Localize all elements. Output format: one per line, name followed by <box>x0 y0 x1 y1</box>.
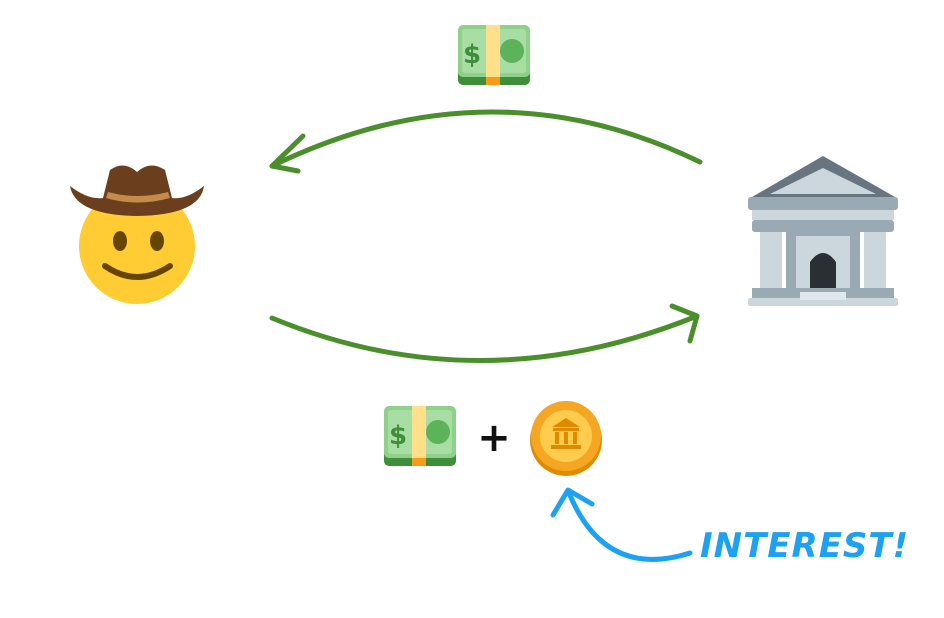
cowboy-face-icon <box>70 165 204 304</box>
arrow-bank-to-person <box>269 109 703 174</box>
bank-coin-icon <box>530 401 602 476</box>
plus-operator: + <box>477 415 511 461</box>
annotation-arrow <box>550 487 693 562</box>
arrow-person-to-bank <box>269 303 700 363</box>
svg-text:$: $ <box>389 421 407 451</box>
dollar-banknote-icon: $ <box>458 25 530 85</box>
interest-label: INTEREST! <box>700 526 909 566</box>
bank-building-icon <box>748 156 898 306</box>
dollar-banknote-icon: $ <box>384 406 456 466</box>
svg-text:$: $ <box>463 40 481 70</box>
